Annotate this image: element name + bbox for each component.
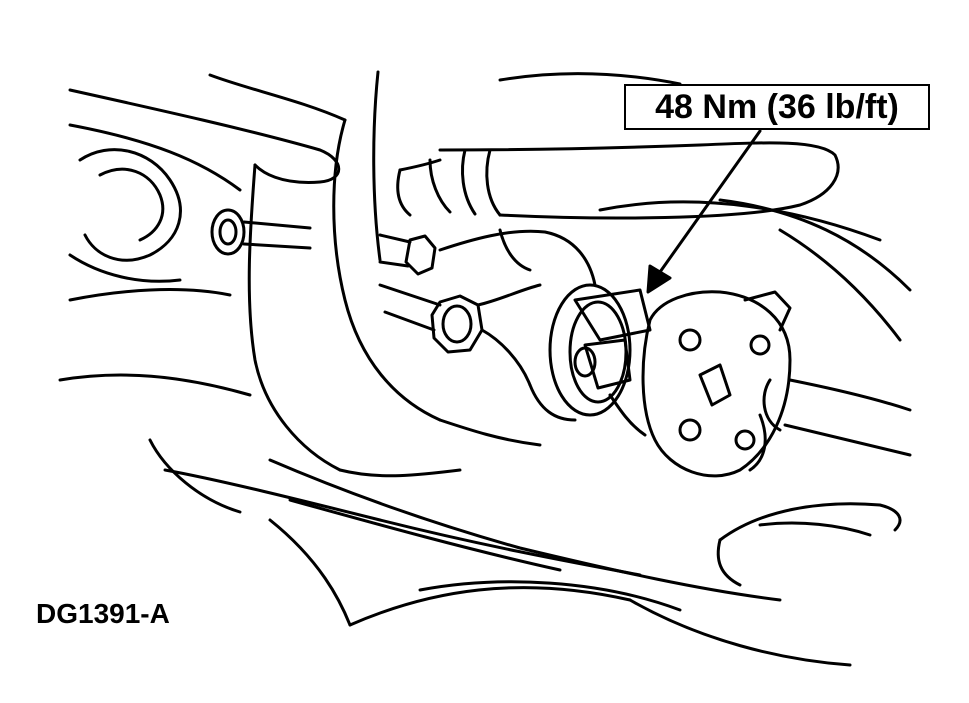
torque-spec-callout: 48 Nm (36 lb/ft): [624, 84, 930, 130]
steering-column-housing: [247, 70, 542, 478]
floor-pan-contours: [58, 72, 912, 667]
mounting-bracket: [68, 148, 182, 283]
middle-bolt: [378, 233, 437, 276]
figure-id: DG1391-A: [36, 598, 170, 629]
lower-boot: [716, 502, 902, 587]
left-bolt: [210, 208, 312, 256]
clamp-yoke: [438, 228, 597, 422]
intermediate-shaft: [762, 378, 912, 457]
coupling-collar: [548, 283, 652, 437]
torque-leader-arrow: [646, 129, 762, 294]
flex-coupling: [641, 290, 792, 478]
pinch-bolt: [378, 283, 484, 354]
upper-tube: [396, 141, 840, 220]
